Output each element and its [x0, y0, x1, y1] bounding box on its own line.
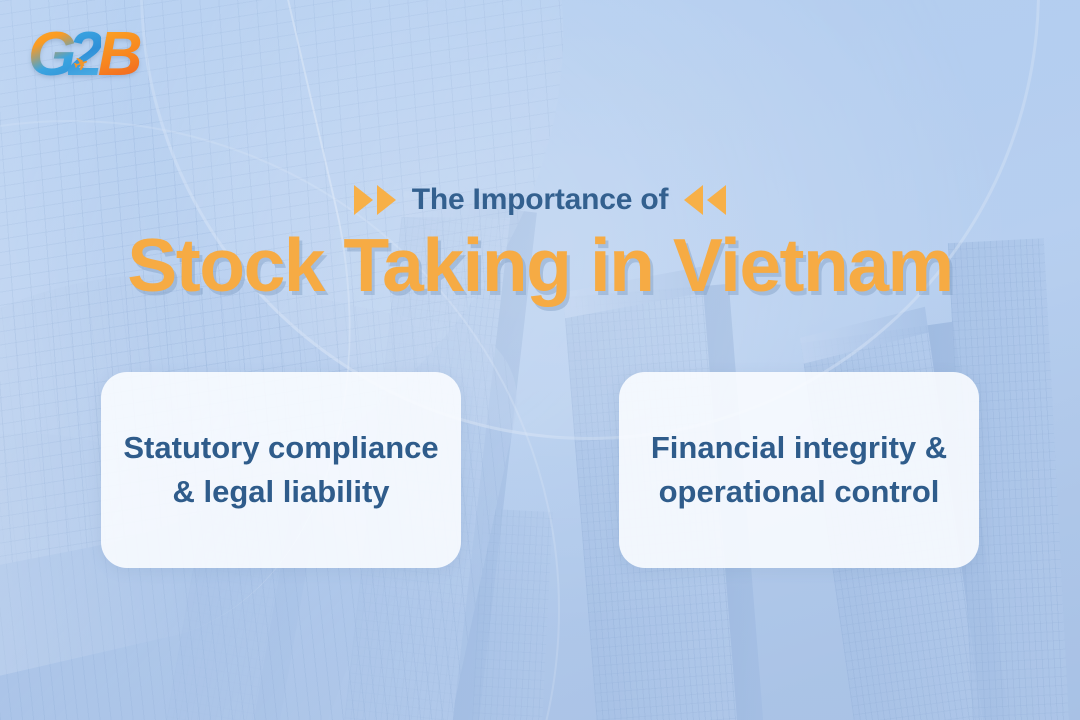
right-arrows-icon	[684, 185, 727, 215]
logo-letter-2: 2	[68, 20, 103, 89]
logo-letter-g: G	[28, 20, 76, 89]
triangle-right-icon	[353, 185, 373, 215]
triangle-left-icon	[707, 185, 727, 215]
eyebrow-row: The Importance of	[0, 183, 1080, 217]
logo-letter-b: B	[97, 20, 143, 89]
left-arrows-icon	[353, 185, 396, 215]
eyebrow-text: The Importance of	[411, 183, 669, 216]
highlight-card-compliance: Statutory compliance & legal liability	[101, 372, 461, 568]
triangle-left-icon	[684, 185, 704, 215]
highlight-card-text: Statutory compliance & legal liability	[123, 429, 439, 509]
highlight-card-financial: Financial integrity & operational contro…	[619, 372, 979, 568]
highlight-card-text: Financial integrity & operational contro…	[650, 429, 948, 509]
page-title: Stock Taking in Vietnam	[127, 223, 954, 307]
triangle-right-icon	[376, 185, 396, 215]
brand-logo[interactable]: G 2 B ✈	[28, 20, 143, 89]
highlight-cards: Statutory compliance & legal liability F…	[0, 372, 1080, 568]
